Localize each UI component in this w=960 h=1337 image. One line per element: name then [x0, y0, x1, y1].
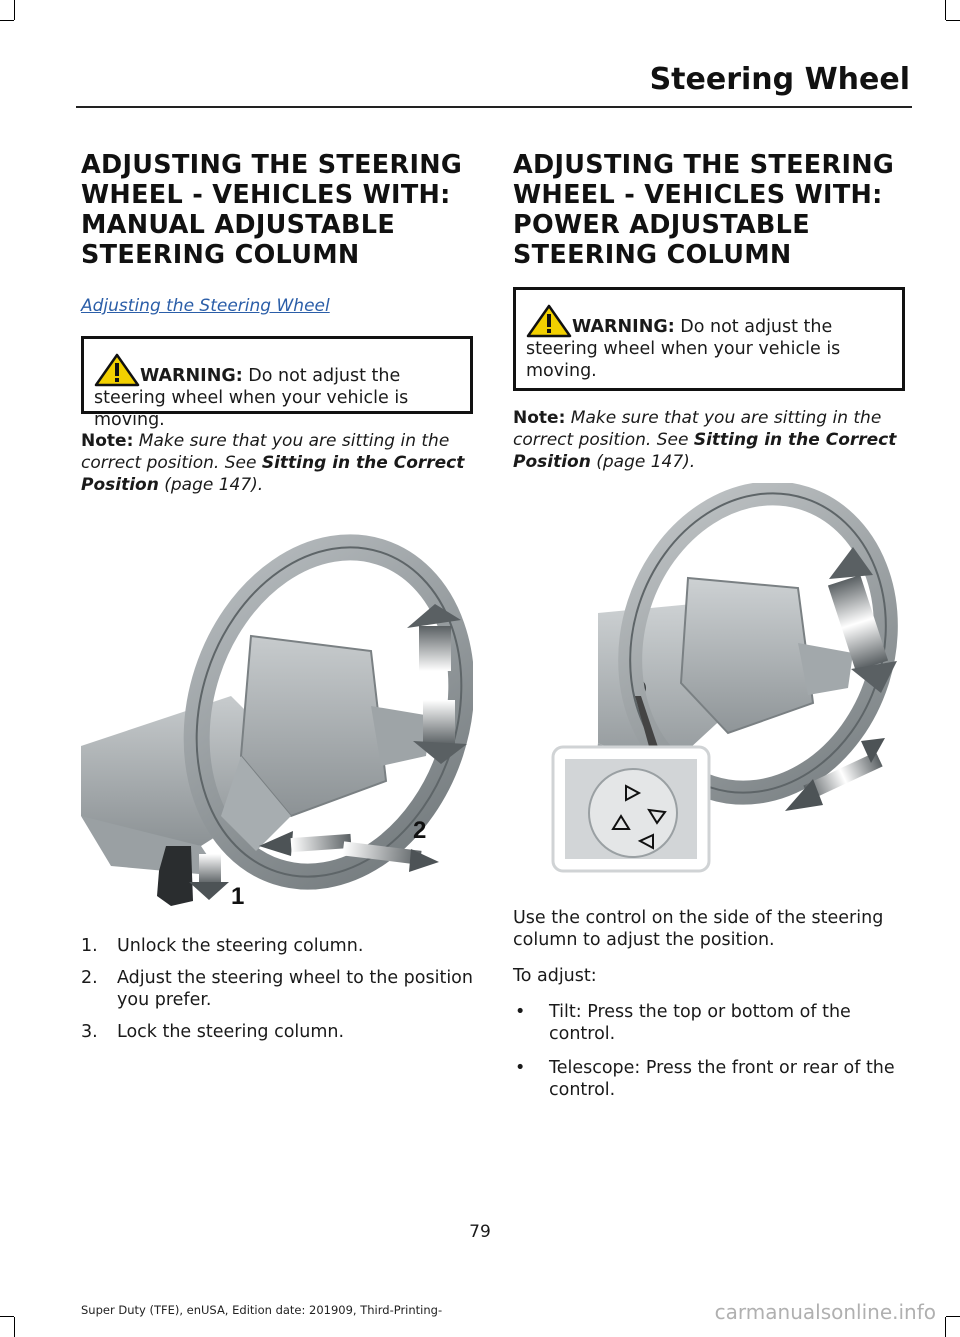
to-adjust-label: To adjust: [513, 966, 597, 986]
warning-triangle-icon [94, 353, 140, 387]
callout-1: 1 [231, 883, 244, 910]
crop-mark [945, 1317, 946, 1337]
page-number: 79 [469, 1222, 491, 1242]
crop-mark [945, 0, 946, 20]
note: Note: Make sure that you are sitting in … [513, 407, 905, 473]
crop-mark [946, 1316, 960, 1317]
note-xref-link[interactable]: Sitting in the Correct Position [81, 453, 465, 495]
steps-list: 1.Unlock the steering column. 2.Adjust t… [81, 935, 473, 1043]
steering-wheel-illustration: 1 2 [81, 534, 475, 910]
warning-label: WARNING: [140, 366, 243, 386]
steering-wheel-illustration [551, 481, 898, 873]
warning-box: WARNING: Do not adjust the steering whee… [513, 287, 905, 391]
crop-mark [14, 1317, 15, 1337]
crop-mark [946, 20, 960, 21]
note-page-ref: (page 147). [590, 452, 696, 472]
note-text: Make sure that you are sitting in the co… [513, 408, 882, 450]
warning-triangle-icon [526, 304, 572, 338]
note-page-ref: (page 147). [158, 475, 264, 495]
tilt-down-arrow-icon [413, 700, 467, 764]
telescope-arrow-icon [259, 831, 439, 872]
tilt-arrow-icon [827, 547, 897, 693]
list-item: •Telescope: Press the front or rear of t… [515, 1058, 895, 1100]
note-text: Make sure that you are sitting in the co… [81, 431, 450, 473]
footer-text: Super Duty (TFE), enUSA, Edition date: 2… [81, 1303, 443, 1317]
section-heading-power: ADJUSTING THE STEERING WHEEL - VEHICLES … [513, 150, 895, 270]
crop-mark [0, 1316, 14, 1317]
intro-paragraph: Use the control on the side of the steer… [513, 908, 884, 950]
warning-box: WARNING: Do not adjust the steering whee… [81, 336, 473, 430]
power-adjust-control-inset [551, 745, 711, 873]
crop-mark [14, 0, 15, 20]
crop-mark [0, 20, 14, 21]
left-column: ADJUSTING THE STEERING WHEEL - VEHICLES … [81, 150, 475, 1053]
adjust-bullets: •Tilt: Press the top or bottom of the co… [513, 1001, 905, 1101]
warning-label: WARNING: [572, 317, 675, 337]
watermark: carmanualsonline.info [714, 1300, 936, 1324]
video-link[interactable]: Adjusting the Steering Wheel [81, 296, 330, 316]
power-column-figure [513, 481, 905, 893]
manual-column-figure: 1 2 [81, 516, 475, 911]
note-label: Note: [81, 431, 134, 451]
header-divider [76, 106, 912, 108]
list-item: 2.Adjust the steering wheel to the posit… [81, 968, 473, 1010]
list-item: 3.Lock the steering column. [81, 1022, 345, 1042]
note-xref-link[interactable]: Sitting in the Correct Position [513, 430, 897, 472]
right-column: ADJUSTING THE STEERING WHEEL - VEHICLES … [513, 150, 905, 1113]
list-item: 1.Unlock the steering column. [81, 936, 364, 956]
telescope-arrow-icon [785, 738, 885, 811]
warning-text: Do not adjust the steering wheel when yo… [526, 317, 841, 381]
note: Note: Make sure that you are sitting in … [81, 430, 473, 496]
page-header-title: Steering Wheel [649, 62, 910, 97]
callout-2: 2 [413, 817, 426, 844]
lever-arrow-icon [189, 854, 229, 900]
note-label: Note: [513, 408, 566, 428]
tilt-up-arrow-icon [407, 604, 461, 671]
warning-text: Do not adjust the steering wheel when yo… [94, 366, 409, 430]
list-item: •Tilt: Press the top or bottom of the co… [515, 1002, 851, 1044]
section-heading-manual: ADJUSTING THE STEERING WHEEL - VEHICLES … [81, 150, 463, 270]
